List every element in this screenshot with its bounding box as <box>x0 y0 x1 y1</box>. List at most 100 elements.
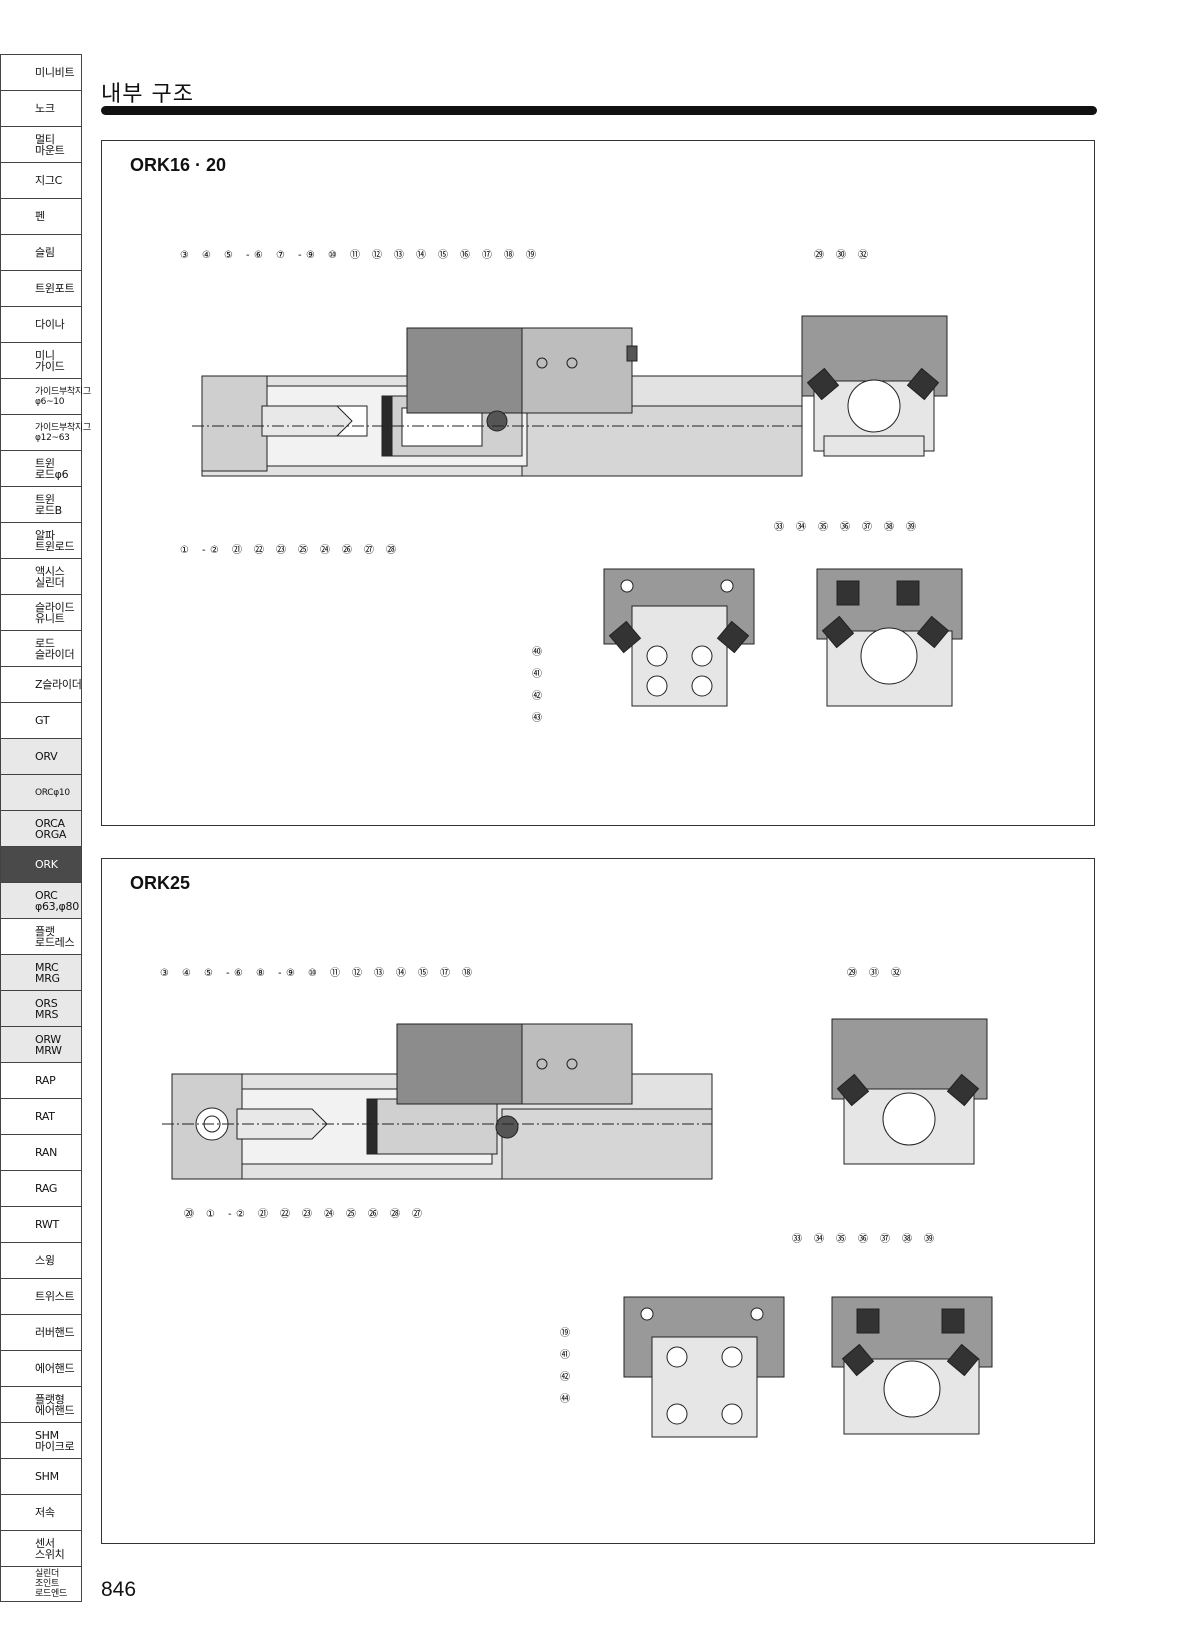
callout-number: ㉙ <box>814 249 824 261</box>
sidebar-item[interactable]: 노크 <box>0 90 82 126</box>
panel-title: ORK16 · 20 <box>130 155 227 175</box>
callout-number: ② <box>210 545 219 556</box>
sidebar-item[interactable]: RAN <box>0 1134 82 1170</box>
sidebar-item-label: MRS <box>35 1007 59 1021</box>
sidebar-item[interactable]: GT <box>0 702 82 738</box>
sidebar-item-label: 러버핸드 <box>35 1326 75 1339</box>
callout-number: ㉑ <box>232 544 242 556</box>
callout-number: ㊷ <box>560 1371 570 1383</box>
title-divider <box>101 106 1097 115</box>
callout-number: ㉖ <box>368 1208 378 1220</box>
callout-number: ③ <box>180 250 189 261</box>
page-title: 내부 구조 <box>101 82 194 107</box>
sidebar-item-label: 실린더 <box>35 1569 59 1579</box>
callout-number: - <box>226 968 230 979</box>
sidebar-item-label: 실린더 <box>35 575 65 589</box>
callout-number: ⑯ <box>460 249 470 261</box>
callout-number: ㊱ <box>840 521 850 533</box>
sidebar-item-label: 로드φ6 <box>35 467 69 481</box>
callout-number: - <box>202 545 206 556</box>
callout-number: ㉚ <box>836 249 846 261</box>
sidebar-item[interactable]: Z슬라이더 <box>0 666 82 702</box>
sidebar-item-label: 미니 <box>35 348 55 362</box>
sidebar-item[interactable]: 저속 <box>0 1494 82 1530</box>
callout-number: ㉝ <box>774 521 784 533</box>
callout-number: - <box>298 250 302 261</box>
callout-number: ㉛ <box>869 967 879 979</box>
callout-number: ㊶ <box>560 1349 570 1361</box>
sidebar-item[interactable]: 트위스트 <box>0 1278 82 1314</box>
sidebar-item[interactable]: 펜 <box>0 198 82 234</box>
sidebar-item-label: ORCφ10 <box>35 787 70 798</box>
sidebar-item-label: SHM <box>35 1428 59 1442</box>
callout-number: ㉑ <box>258 1208 268 1220</box>
sidebar-item[interactable]: RAP <box>0 1062 82 1098</box>
callout-number: ㉓ <box>276 544 286 556</box>
sidebar-item[interactable]: 트윈포트 <box>0 270 82 306</box>
callout-number: ㊱ <box>858 1233 868 1245</box>
sidebar-item[interactable]: ORK <box>0 846 82 882</box>
sidebar-item-label: ORC <box>35 888 58 902</box>
sidebar-item[interactable]: 에어핸드 <box>0 1350 82 1386</box>
callout-number: ㉝ <box>792 1233 802 1245</box>
sidebar-item-label: 액시스 <box>35 564 65 578</box>
sidebar-item-label: RAP <box>35 1074 56 1087</box>
sidebar-item[interactable]: 지그C <box>0 162 82 198</box>
callout-number: - <box>246 250 250 261</box>
callout-number: ④ <box>202 250 211 261</box>
sidebar-item-label: 마이크로 <box>35 1439 75 1453</box>
callout-number: ㊲ <box>862 521 872 533</box>
callout-number: ㊴ <box>906 521 916 533</box>
sidebar-item[interactable]: RAG <box>0 1170 82 1206</box>
sidebar-item-label: MRG <box>35 971 60 985</box>
callout-number: ⑧ <box>256 968 265 979</box>
sidebar-item-label: 스윙 <box>35 1254 55 1267</box>
sidebar-item[interactable]: ORCφ10 <box>0 774 82 810</box>
sidebar-item[interactable]: 미니비트 <box>0 54 82 90</box>
callout-number: ⑰ <box>482 249 492 261</box>
callout-number: ㉟ <box>836 1233 846 1245</box>
callout-number: ⑭ <box>416 249 426 261</box>
sidebar-item-label: 에어핸드 <box>35 1403 75 1417</box>
sidebar-item[interactable]: RAT <box>0 1098 82 1134</box>
sidebar-item[interactable]: 러버핸드 <box>0 1314 82 1350</box>
sidebar-item[interactable]: SHM <box>0 1458 82 1494</box>
callout-number: ㉘ <box>390 1208 400 1220</box>
sidebar-item-label: 멀티 <box>35 132 55 146</box>
callout-number: - <box>228 1209 232 1220</box>
callout-number: ⑲ <box>560 1327 570 1339</box>
sidebar-item-label: 가이드부착지그 <box>35 422 91 433</box>
callout-number: ⑩ <box>328 250 337 261</box>
sidebar-item-label: ORV <box>35 750 58 763</box>
sidebar-item-label: 저속 <box>35 1506 55 1519</box>
callout-number: ㉕ <box>346 1208 356 1220</box>
sidebar-item[interactable]: ORV <box>0 738 82 774</box>
callout-number: ⑬ <box>394 249 404 261</box>
sidebar-item[interactable]: 스윙 <box>0 1242 82 1278</box>
callout-number: ㊶ <box>532 668 542 680</box>
sidebar-item[interactable]: 슬림 <box>0 234 82 270</box>
sidebar-item[interactable]: 다이나 <box>0 306 82 342</box>
sidebar-item[interactable]: RWT <box>0 1206 82 1242</box>
